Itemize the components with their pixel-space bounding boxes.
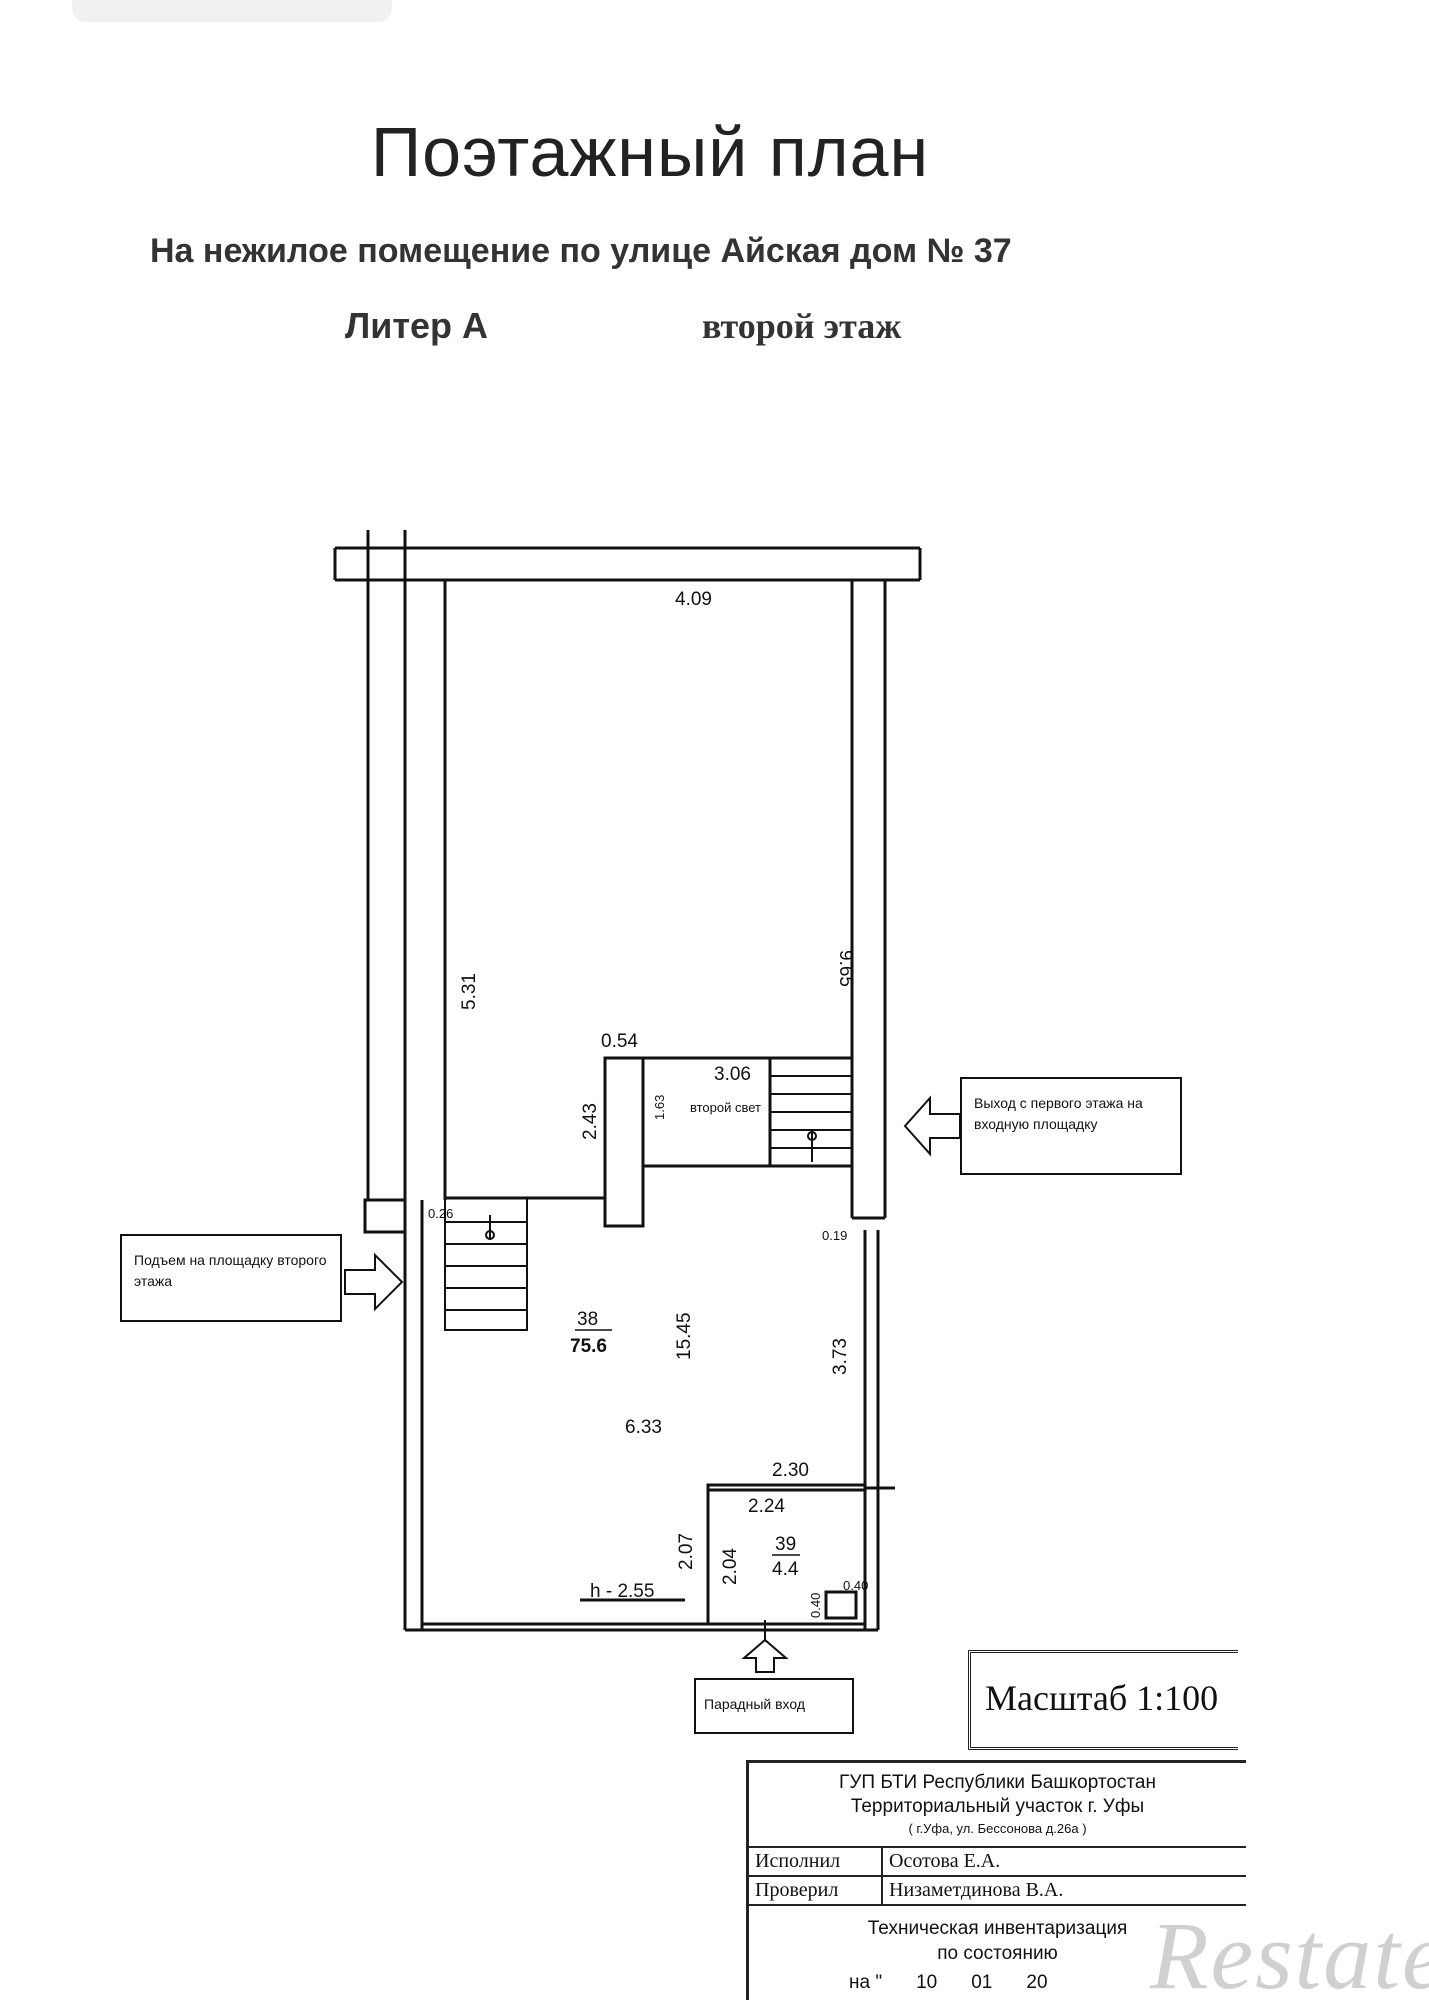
stamp-tech-line1: Техническая инвентаризация (867, 1918, 1128, 1939)
stamp-name: Низаметдинова В.А. (882, 1875, 1246, 1906)
stair-pillar (603, 1056, 645, 1228)
second-light-label: второй свет (690, 1100, 761, 1115)
dim-left-height: 5.31 (459, 973, 480, 1010)
dim-right-lower-height: 3.73 (830, 1338, 851, 1375)
plan-arrows (344, 1095, 961, 1673)
stamp-date-prefix: на " (849, 1972, 883, 1993)
stamp-date-day: 10 (916, 1972, 938, 1993)
dim-room-length: 15.45 (674, 1312, 695, 1360)
dim-right-height: 9.65 (835, 950, 856, 987)
callout-exit-first-floor: Выход с первого этажа на входную площадк… (960, 1077, 1182, 1175)
stamp-address: ( г.Уфа, ул. Бессонова д.26а ) (908, 1821, 1087, 1836)
stamp-org-line2: Территориальный участок г. Уфы (850, 1796, 1145, 1817)
plan-walls (333, 530, 922, 1632)
dim-small-room-inner-width: 2.24 (748, 1496, 785, 1517)
dim-room-width: 6.33 (625, 1417, 662, 1438)
dim-second-light-height: 1.63 (652, 1095, 667, 1120)
stamp-role: Исполнил (749, 1846, 883, 1877)
scale-label: Масштаб 1:100 (968, 1650, 1238, 1750)
page-title: Поэтажный план (370, 113, 930, 191)
stairs-direction-dot-icon (807, 1131, 817, 1141)
callout-main-entrance: Парадный вход (694, 1678, 854, 1734)
dim-stair-width: 0.54 (601, 1031, 638, 1052)
left-wall-column (363, 1198, 407, 1234)
table-row: Проверил Низаметдинова В.А. (749, 1875, 1246, 1906)
stairs-direction-dot-icon (485, 1230, 495, 1240)
stairs-upper (770, 1075, 852, 1162)
ceiling-height-label: h - 2.55 (590, 1581, 654, 1602)
stamp-org-line1: ГУП БТИ Республики Башкортостан (839, 1772, 1156, 1793)
dim-column-a: 0.40 (808, 1593, 823, 1618)
dim-stair-height: 2.43 (580, 1103, 601, 1140)
small-room (706, 1483, 867, 1626)
stamp-date-year: 20 (1026, 1972, 1048, 1993)
stairs-lower (444, 1197, 528, 1331)
dim-wall-left: 0.26 (428, 1206, 453, 1221)
stairs-lower-outline (444, 1197, 528, 1331)
arrow-left-icon (903, 1095, 961, 1157)
watermark-logo: Restate (1150, 1902, 1429, 2009)
dim-column-b: 0.40 (843, 1578, 868, 1593)
room-38-number: 38 (577, 1309, 598, 1330)
arrow-up-icon (741, 1638, 789, 1673)
callout-lift-to-platform: Подъем на площадку второго этажа (120, 1234, 342, 1322)
dim-small-room-inner-height: 2.04 (720, 1548, 741, 1585)
plan-subtitle: На нежилое помещение по улице Айская дом… (150, 232, 1012, 270)
top-bar (72, 0, 392, 22)
dim-small-room-outer-width: 2.30 (772, 1460, 809, 1481)
stamp-date: на " 10 01 20 (749, 1972, 1246, 1994)
liter-label: Литер А (345, 305, 489, 346)
room-38-area: 75.6 (570, 1336, 607, 1357)
dim-wall-right: 0.19 (822, 1228, 847, 1243)
dim-top-width: 4.09 (675, 589, 712, 610)
room-39-number: 39 (775, 1534, 796, 1555)
column-box (824, 1590, 858, 1620)
stamp-role: Проверил (749, 1875, 883, 1906)
floor-label: второй этаж (702, 306, 902, 346)
dim-second-light-width: 3.06 (714, 1064, 751, 1085)
stamp-signatures-table: Исполнил Осотова Е.А. Проверил Низаметди… (749, 1846, 1246, 1906)
arrow-right-icon (344, 1252, 404, 1312)
stamp-date-month: 01 (971, 1972, 993, 1993)
title-block-stamp: ГУП БТИ Республики Башкортостан Территор… (746, 1760, 1246, 2000)
stamp-name: Осотова Е.А. (882, 1846, 1246, 1877)
stamp-tech-line2: по состоянию (937, 1943, 1058, 1964)
table-row: Исполнил Осотова Е.А. (749, 1846, 1246, 1877)
dim-small-room-outer-height: 2.07 (676, 1533, 697, 1570)
room-39-area: 4.4 (772, 1559, 799, 1580)
